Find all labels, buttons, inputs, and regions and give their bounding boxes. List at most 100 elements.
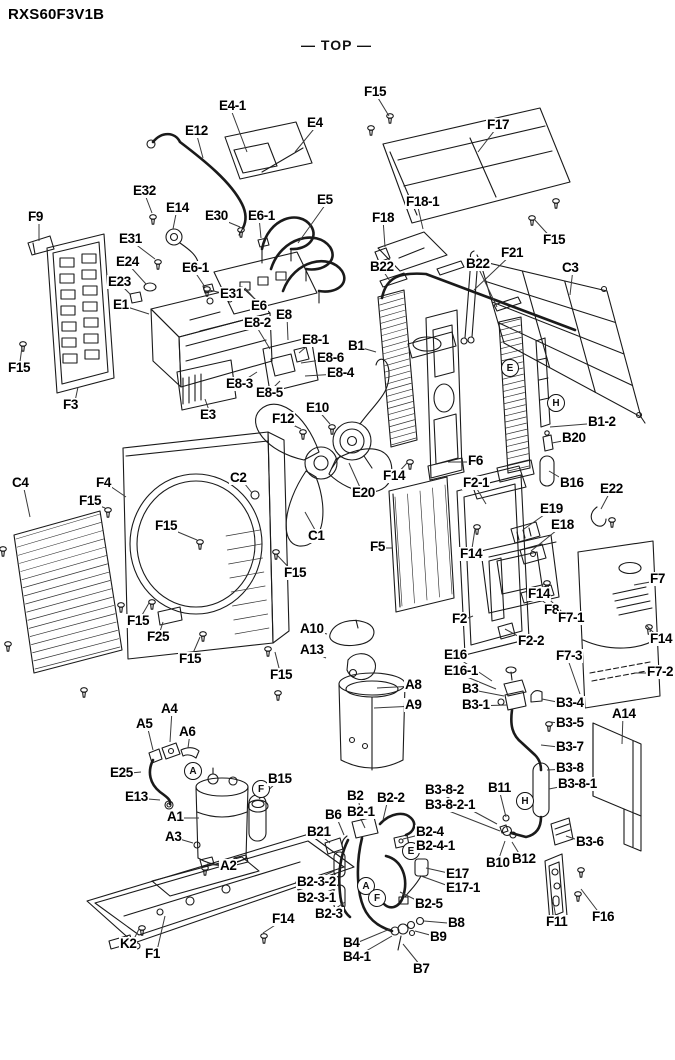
part-label-f15: F15	[269, 667, 294, 682]
part-label-f15: F15	[154, 518, 179, 533]
part-f8-box	[480, 534, 560, 614]
part-c3-wire-guard	[476, 254, 646, 424]
part-f9-bracket	[27, 235, 55, 256]
part-label-a8: A8	[404, 677, 423, 692]
part-label-b12: B12	[511, 851, 537, 866]
part-label-c4: C4	[11, 475, 30, 490]
part-label-e20: E20	[351, 485, 376, 500]
part-b1-condenser-coil	[377, 260, 577, 483]
part-label-e8: E8	[275, 307, 293, 322]
part-label-e30: E30	[204, 208, 229, 223]
part-label-f15: F15	[78, 493, 103, 508]
part-a4-bracket-cluster	[148, 742, 200, 810]
part-label-f15: F15	[7, 360, 32, 375]
part-label-e13: E13	[124, 789, 149, 804]
part-e8-terminal-assembly	[262, 336, 319, 393]
part-label-f16: F16	[591, 909, 616, 924]
part-e20-fan-motor	[331, 358, 390, 469]
part-label-b2: B2	[346, 788, 365, 803]
part-label-a6: A6	[178, 724, 197, 739]
part-f6-motor-bracket	[407, 309, 465, 481]
part-label-e17: E17	[445, 866, 470, 881]
part-label-b3-4: B3-4	[555, 695, 585, 710]
part-label-b20: B20	[561, 430, 587, 445]
part-label-b3: B3	[461, 681, 480, 696]
part-label-a4: A4	[160, 701, 179, 716]
part-label-f6: F6	[467, 453, 484, 468]
part-label-e16-1: E16-1	[443, 663, 480, 678]
part-label-b3-8: B3-8	[555, 760, 585, 775]
part-label-b3-6: B3-6	[575, 834, 605, 849]
part-label-f14: F14	[382, 468, 407, 483]
part-label-b15: B15	[267, 771, 293, 786]
part-label-e10: E10	[305, 400, 330, 415]
part-label-f7-1: F7-1	[557, 610, 586, 625]
part-label-e17-1: E17-1	[445, 880, 482, 895]
part-label-b2-3: B2-3	[314, 906, 344, 921]
part-a13-cap	[346, 653, 377, 681]
part-label-f5: F5	[369, 539, 386, 554]
part-a8-drum	[338, 672, 406, 771]
part-label-e1: E1	[112, 297, 130, 312]
part-label-b3-7: B3-7	[555, 739, 585, 754]
part-label-f14: F14	[459, 546, 484, 561]
part-label-a10: A10	[299, 621, 325, 636]
part-e3-component-box	[176, 359, 237, 411]
part-label-b2-4: B2-4	[415, 824, 445, 839]
part-label-f4: F4	[95, 475, 112, 490]
part-label-f9: F9	[27, 209, 44, 224]
part-e1-electrical-box	[150, 286, 273, 388]
part-label-f21: F21	[500, 245, 525, 260]
part-label-f8: F8	[543, 602, 560, 617]
part-label-a2: A2	[219, 858, 238, 873]
part-label-e8-1: E8-1	[301, 332, 330, 347]
circled-letter-h: H	[547, 394, 565, 412]
part-label-e18: E18	[550, 517, 575, 532]
part-label-b3-8-2: B3-8-2	[424, 782, 465, 797]
part-label-b9: B9	[429, 929, 448, 944]
part-label-f7: F7	[649, 571, 666, 586]
circled-letter-e: E	[501, 359, 519, 377]
part-label-e8-5: E8-5	[255, 385, 284, 400]
part-label-b16: B16	[559, 475, 585, 490]
part-label-b2-3-2: B2-3-2	[296, 874, 337, 889]
circled-letter-f: F	[252, 780, 270, 798]
part-label-b7: B7	[412, 961, 431, 976]
part-label-c1: C1	[307, 528, 326, 543]
part-f3-side-panel	[46, 233, 115, 394]
part-label-a14: A14	[611, 706, 637, 721]
part-label-e5: E5	[316, 192, 334, 207]
part-label-e8-2: E8-2	[243, 315, 272, 330]
part-label-a9: A9	[404, 697, 423, 712]
model-number-title: RXS60F3V1B	[8, 6, 105, 23]
part-b16-cylinder	[539, 455, 555, 487]
part-label-f18-1: F18-1	[405, 194, 441, 209]
part-label-f15: F15	[283, 565, 308, 580]
part-label-e22: E22	[599, 481, 624, 496]
circled-letter-f: F	[368, 889, 386, 907]
part-label-f7-2: F7-2	[646, 664, 675, 679]
part-label-f2-2: F2-2	[517, 633, 546, 648]
part-label-b22: B22	[465, 256, 491, 271]
part-e4-top-plate	[224, 121, 313, 180]
part-label-f11: F11	[545, 914, 569, 929]
part-label-k2: K2	[119, 936, 138, 951]
part-label-b3-1: B3-1	[461, 697, 491, 712]
part-label-b22: B22	[369, 259, 395, 274]
part-f21-wire-fence	[460, 250, 479, 345]
part-a10-cap	[329, 619, 375, 647]
part-label-e31: E31	[219, 286, 244, 301]
part-label-e14: E14	[165, 200, 190, 215]
part-label-b1: B1	[347, 338, 366, 353]
part-label-b21: B21	[306, 824, 332, 839]
part-label-f14: F14	[527, 586, 552, 601]
part-label-a1: A1	[166, 809, 185, 824]
part-label-e4: E4	[306, 115, 324, 130]
part-label-a13: A13	[299, 642, 325, 657]
part-label-e4-1: E4-1	[218, 98, 247, 113]
part-label-f7-3: F7-3	[555, 648, 584, 663]
part-label-b3-8-1: B3-8-1	[557, 776, 598, 791]
part-label-f25: F25	[146, 629, 171, 644]
